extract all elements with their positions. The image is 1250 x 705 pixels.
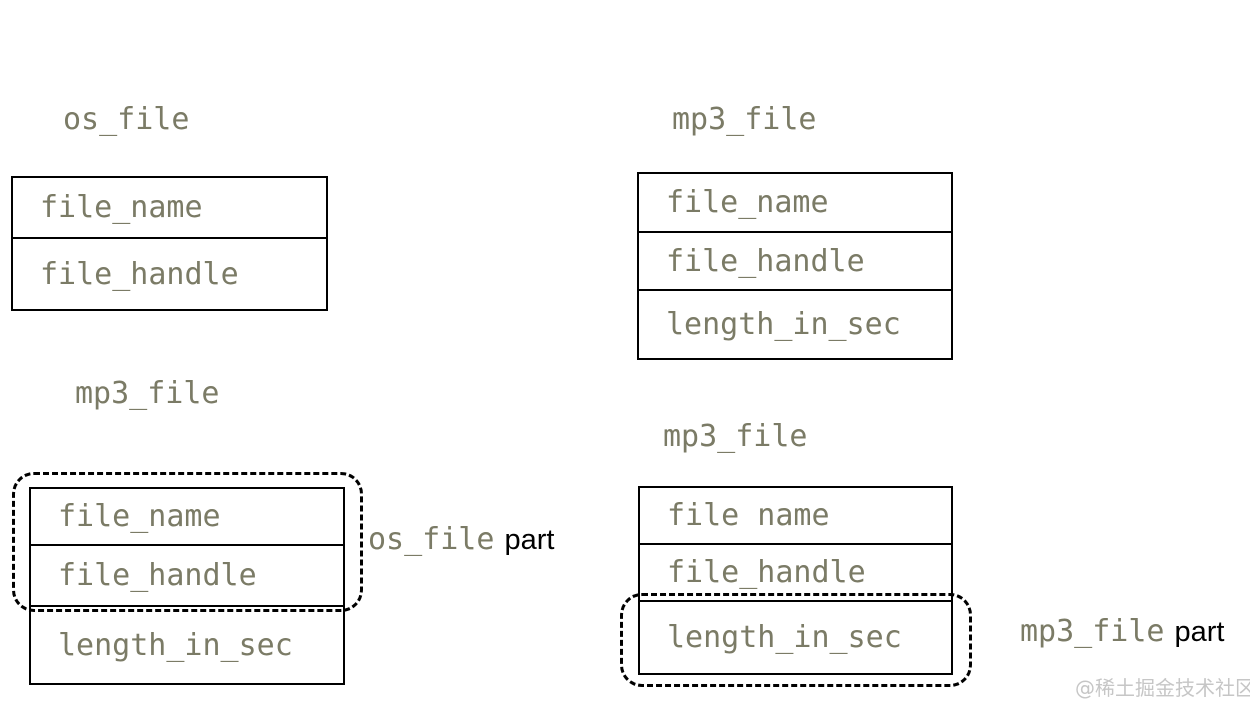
field-row: file_handle xyxy=(640,543,951,600)
field-label: file_name xyxy=(40,190,203,225)
field-label: file_name xyxy=(58,499,221,534)
field-label: length_in_sec xyxy=(666,307,901,342)
field-label: length_in_sec xyxy=(667,620,902,655)
field-row: file_name xyxy=(13,178,326,237)
field-label: file_handle xyxy=(667,555,866,590)
mp3-file-part-outline xyxy=(620,593,972,687)
mp3-file-part-label: mp3_file part xyxy=(1020,614,1224,649)
annotation-part: part xyxy=(1174,616,1225,648)
field-label: file_handle xyxy=(58,558,257,593)
field-label: file_handle xyxy=(40,256,239,292)
field-label: file_name xyxy=(666,185,829,220)
field-row: file_handle xyxy=(639,231,951,289)
annotation-code: mp3_file xyxy=(1020,614,1165,649)
field-row: length_in_sec xyxy=(31,605,343,683)
struct-title-mp3-file-right: mp3_file xyxy=(663,419,808,454)
struct-box-mp3-file-left: file_name file_handle length_in_sec xyxy=(29,487,345,685)
os-file-part-label: os_file part xyxy=(368,522,554,557)
annotation-code: os_file xyxy=(368,522,495,557)
annotation-part: part xyxy=(504,524,555,556)
struct-title-mp3-file: mp3_file xyxy=(672,102,817,137)
field-row: file name xyxy=(640,488,951,543)
os-file-part-outline xyxy=(12,472,363,612)
struct-box-mp3-file-right: file name file_handle length_in_sec xyxy=(638,486,953,675)
field-row: file_handle xyxy=(13,237,326,309)
struct-title-mp3-file-left: mp3_file xyxy=(75,376,220,411)
field-label: length_in_sec xyxy=(58,627,293,663)
field-row: length_in_sec xyxy=(639,289,951,358)
field-label: file name xyxy=(667,498,830,533)
field-row: file_handle xyxy=(31,544,343,605)
struct-box-mp3-file: file_name file_handle length_in_sec xyxy=(637,172,953,360)
struct-box-os-file: file_name file_handle xyxy=(11,176,328,311)
field-row: file_name xyxy=(31,489,343,544)
struct-title-os-file: os_file xyxy=(63,102,190,137)
watermark: @稀土掘金技术社区 xyxy=(1075,676,1250,700)
field-label: file_handle xyxy=(666,243,865,279)
field-row: length_in_sec xyxy=(640,600,951,673)
field-row: file_name xyxy=(639,174,951,231)
